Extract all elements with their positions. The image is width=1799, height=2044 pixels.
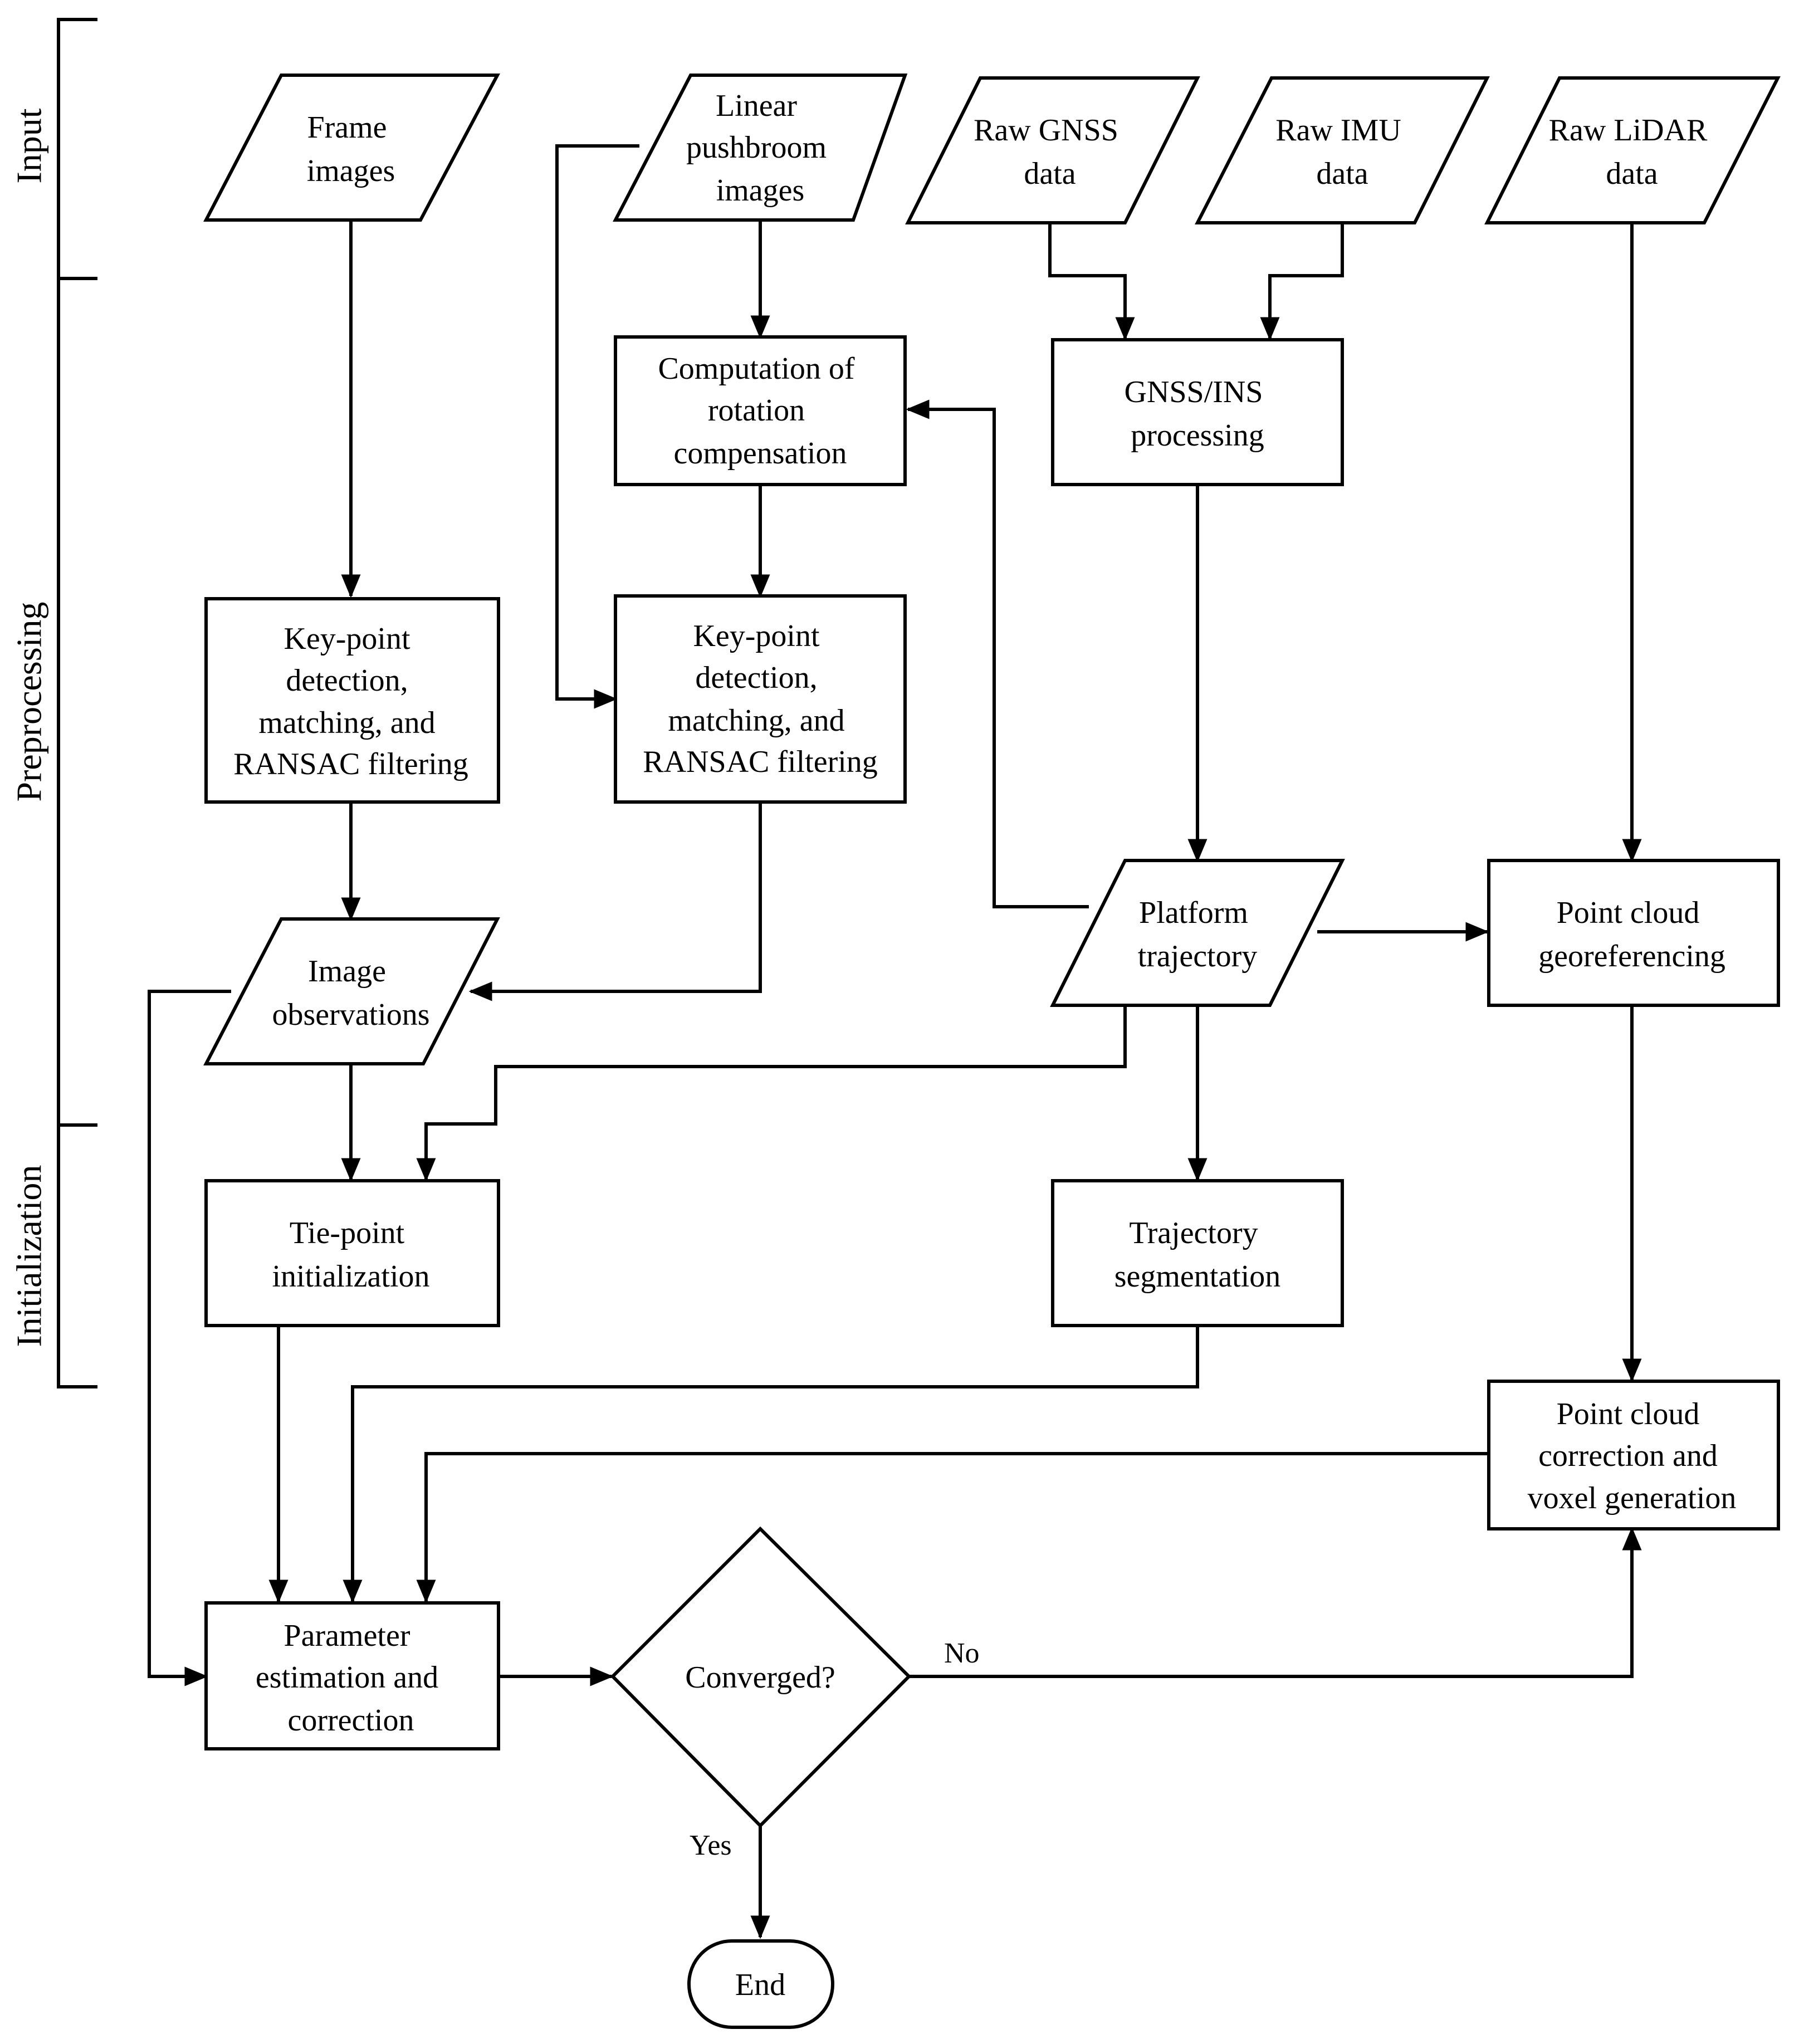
node-label: Raw LiDAR data bbox=[1549, 113, 1715, 191]
node-label: GNSS/INS processing bbox=[1125, 375, 1271, 453]
edge-pccorr-to-param bbox=[416, 1452, 1487, 1603]
preprocessing-bracket bbox=[57, 278, 97, 1127]
node-image-observations: Image observations bbox=[203, 917, 500, 1065]
initialization-bracket bbox=[57, 1125, 97, 1388]
edge-converged-no-to-pccorr bbox=[909, 1527, 1642, 1678]
node-raw-lidar-data: Raw LiDAR data bbox=[1484, 76, 1781, 224]
node-label: Platform trajectory bbox=[1138, 896, 1258, 974]
phase-label-initialization: Initialization bbox=[9, 1165, 49, 1347]
node-label: Converged? bbox=[685, 1660, 835, 1695]
node-gnss-ins-processing: GNSS/INS processing bbox=[1051, 338, 1344, 486]
node-rotation-compensation: Computation of rotation compensation bbox=[614, 335, 907, 486]
node-platform-trajectory: Platform trajectory bbox=[1050, 859, 1345, 1007]
edge-keypoint2-to-imageobs bbox=[468, 802, 762, 1001]
phase-brackets: Input Preprocessing Initialization bbox=[9, 18, 97, 1388]
node-label: Computation of rotation compensation bbox=[658, 351, 862, 471]
node-label: Key-point detection, matching, and RANSA… bbox=[233, 622, 468, 781]
edge-imu-to-ins bbox=[1260, 223, 1344, 341]
node-raw-imu-data: Raw IMU data bbox=[1195, 76, 1490, 224]
node-trajectory-segmentation: Trajectory segmentation bbox=[1051, 1179, 1344, 1327]
node-label: Point cloud correction and voxel generat… bbox=[1528, 1397, 1737, 1515]
node-point-cloud-georeferencing: Point cloud georeferencing bbox=[1487, 859, 1780, 1007]
node-converged-decision: Converged? bbox=[610, 1526, 912, 1828]
phase-label-input: Input bbox=[9, 108, 49, 183]
node-parameter-estimation: Parameter estimation and correction bbox=[204, 1601, 500, 1750]
phase-label-preprocessing: Preprocessing bbox=[9, 602, 49, 801]
edge-segmentation-to-param bbox=[343, 1326, 1199, 1603]
node-label: Point cloud georeferencing bbox=[1538, 896, 1725, 974]
node-label: Image observations bbox=[272, 954, 429, 1032]
node-keypoint-pushbroom: Key-point detection, matching, and RANSA… bbox=[614, 594, 907, 804]
node-label: Trajectory segmentation bbox=[1114, 1216, 1281, 1294]
node-keypoint-frame: Key-point detection, matching, and RANSA… bbox=[204, 597, 500, 804]
edge-pushbroom-to-keypoint2 bbox=[555, 144, 639, 709]
node-label: Linear pushbroom images bbox=[686, 89, 834, 208]
node-frame-images: Frame images bbox=[203, 74, 500, 222]
node-linear-pushbroom-images: Linear pushbroom images bbox=[613, 74, 908, 222]
node-label: Key-point detection, matching, and RANSA… bbox=[643, 619, 878, 779]
edges bbox=[148, 144, 1642, 1939]
node-point-cloud-correction: Point cloud correction and voxel generat… bbox=[1487, 1380, 1780, 1530]
node-label: End bbox=[735, 1968, 785, 2002]
edge-imageobs-to-param bbox=[148, 990, 231, 1686]
node-raw-gnss-data: Raw GNSS data bbox=[905, 76, 1200, 224]
edge-gnss-to-ins bbox=[1048, 223, 1135, 341]
node-label: Parameter estimation and correction bbox=[256, 1618, 446, 1738]
edge-trajectory-to-tiepoint bbox=[416, 1005, 1127, 1182]
input-bracket bbox=[57, 18, 97, 280]
node-end-terminator: End bbox=[687, 1939, 834, 2029]
edge-label-yes: Yes bbox=[690, 1830, 732, 1861]
node-tiepoint-initialization: Tie-point initialization bbox=[204, 1179, 500, 1327]
edge-label-no: No bbox=[944, 1637, 980, 1669]
node-label: Tie-point initialization bbox=[272, 1216, 429, 1294]
node-label: Frame images bbox=[307, 110, 395, 188]
edge-trajectory-to-rotation bbox=[906, 399, 1089, 908]
node-label: Raw IMU data bbox=[1275, 113, 1409, 191]
node-label: Raw GNSS data bbox=[974, 113, 1126, 191]
